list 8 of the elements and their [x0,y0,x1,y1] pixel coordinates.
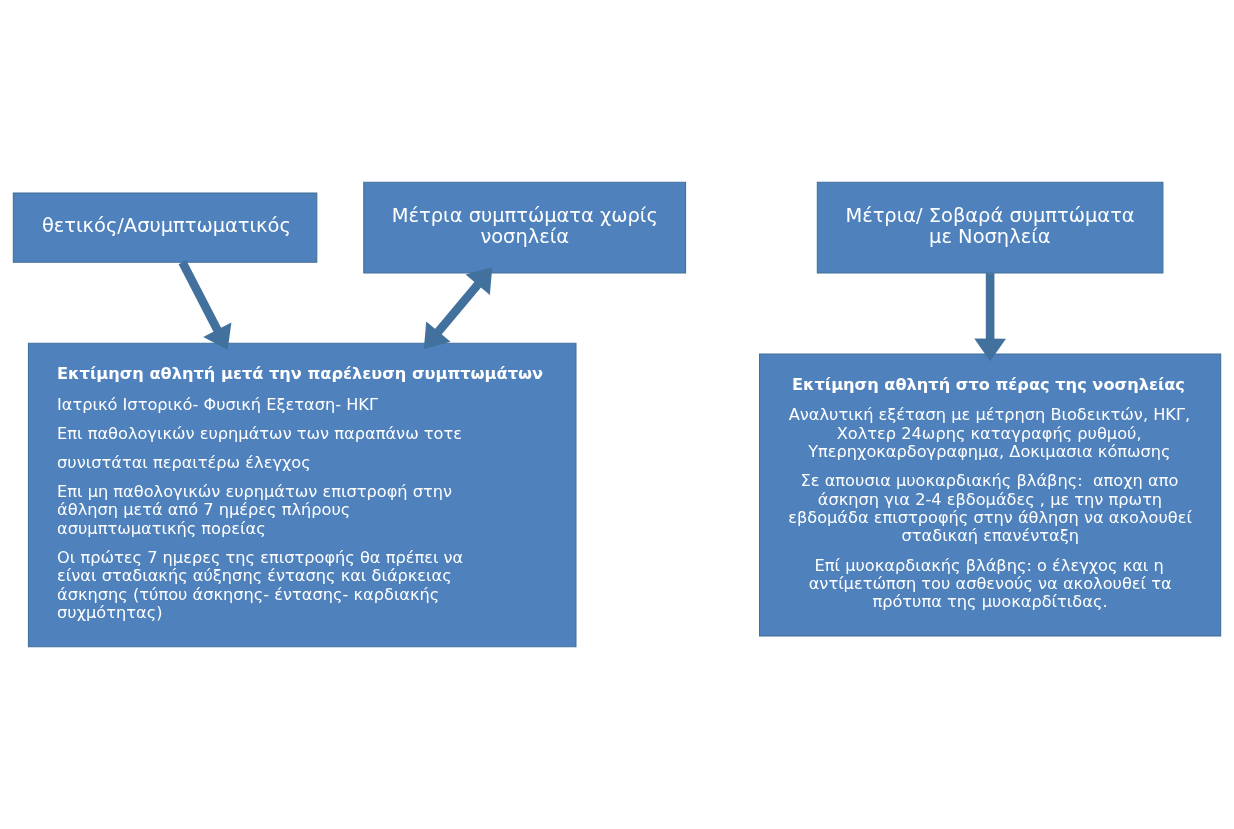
arrow [974,273,1006,362]
node-box: Εκτίμηση αθλητή μετά την παρέλευση συμπτωμάτων Ιατρικό Ιστορικό- Φυσική Εξεταση- ΗΚΓ Επι παθολογικών ευρημάτων των παραπάνω τοτε συνιστάται περαιτέρω έλεγχος Επι μη παθολογικών ευρημάτων επιστροφή στην άθληση μετά από 7 ημέρες πλήρους ασυμπτωματικής πορείας Οι πρώτες 7 ημερες της επιστροφής θα πρέπει να είναι σταδιακής αύξησης έντασης και διάρκειας άσκησης (τύπου άσκησης- έντασης- καρδιακής συχμότητας) [27,342,577,648]
node-box: Μέτρια συμπτώματα χωρίς νοσηλεία [363,181,687,274]
node-box: θετικός/Ασυμπτωματικός [12,192,318,263]
arrow [423,267,493,349]
arrow [178,260,232,350]
node-box: Μέτρια/ Σοβαρά συμπτώματα με Νοσηλεία [816,181,1164,274]
node-box: Εκτίμηση αθλητή στο πέρας της νοσηλείας Αναλυτική εξέταση με μέτρηση Βιοδεικτών, ΗΚΓ, Χολτερ 24ωρης καταγραφής ρυθμού, Υπερηχοκαρδογραφημα, Δοκιμασια κόπωσης Σε απουσια μυοκαρδιακής βλάβης: αποχη απο άσκηση για 2-4 εβδομάδες , με την πρωτη εβδομάδα επιστροφής στην άθληση να ακολουθεί σταδικαή επανένταξη Επί μυοκαρδιακής βλάβης: ο έλεγχος και η αντίμετώπση του ασθενούς να ακολουθεί τα πρότυπα της μυοκαρδίτιδας. [759,353,1222,637]
